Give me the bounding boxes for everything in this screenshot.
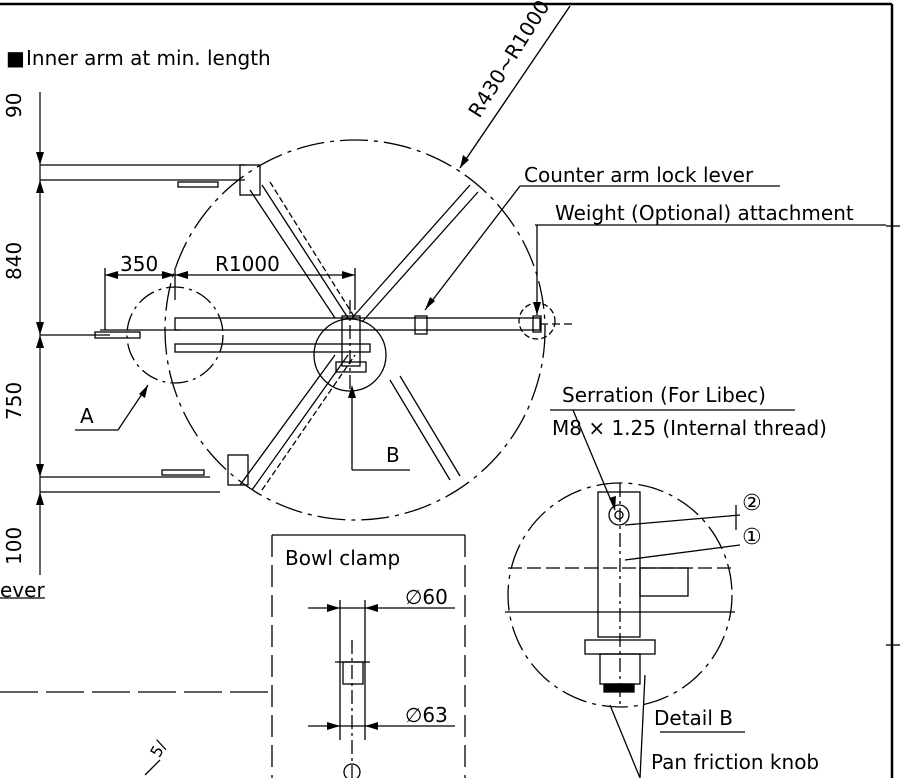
weight-attachment-label: Weight (Optional) attachment [555, 201, 854, 225]
drawing-title: Inner arm at min. length [26, 46, 271, 70]
detail-b-marker: B [386, 443, 400, 467]
dimension-r1000: R1000 [215, 252, 280, 276]
dimension-90: 90 [2, 92, 26, 118]
dimension-350: 350 [120, 252, 159, 276]
serration-label: Serration (For Libec) [562, 383, 766, 407]
pan-friction-label: Pan friction knob [651, 750, 820, 774]
dimension-100: 100 [2, 526, 26, 565]
detail-b-title: Detail B [654, 706, 733, 730]
lever-partial-label: ever [0, 578, 45, 602]
callout-2: ② [742, 491, 762, 516]
header-marker: ■ [6, 46, 25, 70]
callout-1: ① [742, 525, 762, 550]
detail-a-label: A [80, 404, 94, 428]
bowl-clamp-title: Bowl clamp [285, 546, 401, 570]
counter-arm-lock-label: Counter arm lock lever [524, 163, 754, 187]
dimension-840: 840 [2, 241, 26, 280]
thread-label: M8 × 1.25 (Internal thread) [552, 416, 827, 440]
bowl-clamp-d63: ∅63 [405, 703, 448, 727]
bowl-clamp-d60: ∅60 [405, 585, 448, 609]
dimension-750: 750 [2, 381, 26, 420]
